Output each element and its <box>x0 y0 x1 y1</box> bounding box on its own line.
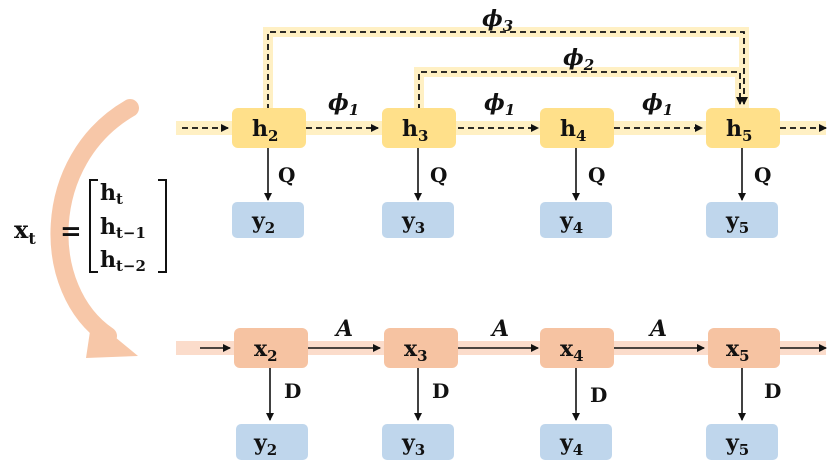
emission-label-d-2: D <box>284 379 301 403</box>
matrix-right-bracket <box>158 179 167 273</box>
svg-text:y3: y3 <box>401 208 425 237</box>
svg-text:ϕ3: ϕ3 <box>482 6 513 35</box>
output-label-q-4: Q <box>588 163 605 187</box>
transform-arrowhead <box>86 318 138 358</box>
output-node-y5-bottom: y5 <box>706 424 778 460</box>
svg-text:y4: y4 <box>559 430 583 459</box>
svg-text:x3: x3 <box>404 336 428 365</box>
transition-label-3-4: ϕ1 <box>484 90 515 119</box>
svg-text:x5: x5 <box>726 336 750 365</box>
output-node-y2-top: y2 <box>232 202 304 238</box>
svg-text:x2: x2 <box>254 336 278 365</box>
output-node-y3-bottom: y3 <box>382 424 454 460</box>
svg-text:x4: x4 <box>560 336 584 365</box>
svg-text:ht−1: ht−1 <box>100 214 146 242</box>
state-node-x2: x2 <box>234 328 308 368</box>
output-node-y2-bottom: y2 <box>236 424 308 460</box>
output-node-y4-bottom: y4 <box>540 424 612 460</box>
matrix-left-bracket <box>89 179 98 273</box>
svg-text:y2: y2 <box>253 430 277 459</box>
emission-label-d-4: D <box>590 383 607 407</box>
svg-text:h5: h5 <box>726 116 752 145</box>
svg-text:ht−2: ht−2 <box>100 247 146 275</box>
hidden-node-h5: h5 <box>706 108 780 148</box>
hidden-node-h4: h4 <box>540 108 614 148</box>
matrix-row-2: ht−1 <box>100 214 146 242</box>
svg-text:y4: y4 <box>559 208 583 237</box>
transform-curve-arrow <box>50 99 139 345</box>
svg-text:ϕ2: ϕ2 <box>563 45 594 74</box>
transition-label-2-3: ϕ1 <box>328 90 359 119</box>
svg-text:y3: y3 <box>401 430 425 459</box>
emission-label-d-3: D <box>432 379 449 403</box>
state-node-x5: x5 <box>708 328 780 368</box>
hidden-node-h2: h2 <box>232 108 306 148</box>
svg-text:h3: h3 <box>402 116 428 145</box>
svg-text:y5: y5 <box>725 208 749 237</box>
output-label-q-2: Q <box>278 163 295 187</box>
svg-text:y5: y5 <box>725 430 749 459</box>
svg-text:ht: ht <box>100 180 123 208</box>
svg-text:ϕ1: ϕ1 <box>642 90 673 119</box>
skip3-label: ϕ3 <box>482 6 513 35</box>
svg-text:ϕ1: ϕ1 <box>484 90 515 119</box>
skip3-edge <box>267 31 748 110</box>
emission-label-d-5: D <box>764 379 781 403</box>
hidden-node-h3: h3 <box>382 108 456 148</box>
output-node-y4-top: y4 <box>540 202 612 238</box>
transition-label-a-2-3: A <box>334 316 353 342</box>
skip2-label: ϕ2 <box>563 45 594 74</box>
state-node-x4: x4 <box>540 328 614 368</box>
svg-text:h2: h2 <box>252 116 278 145</box>
svg-text:h4: h4 <box>560 116 586 145</box>
matrix-row-3: ht−2 <box>100 247 146 275</box>
output-label-q-3: Q <box>430 163 447 187</box>
transition-label-a-4-5: A <box>648 316 667 342</box>
equation-lhs: xt <box>14 215 36 248</box>
skip2-edge <box>418 71 744 110</box>
svg-text:ϕ1: ϕ1 <box>328 90 359 119</box>
state-node-x3: x3 <box>384 328 458 368</box>
svg-text:xt: xt <box>14 215 36 248</box>
equation-equals: = <box>60 217 82 247</box>
transition-label-a-3-4: A <box>490 316 509 342</box>
svg-text:y2: y2 <box>251 208 275 237</box>
matrix-row-1: ht <box>100 180 123 208</box>
output-label-q-5: Q <box>754 163 771 187</box>
transition-label-4-5: ϕ1 <box>642 90 673 119</box>
output-node-y5-top: y5 <box>706 202 778 238</box>
output-node-y3-top: y3 <box>382 202 454 238</box>
